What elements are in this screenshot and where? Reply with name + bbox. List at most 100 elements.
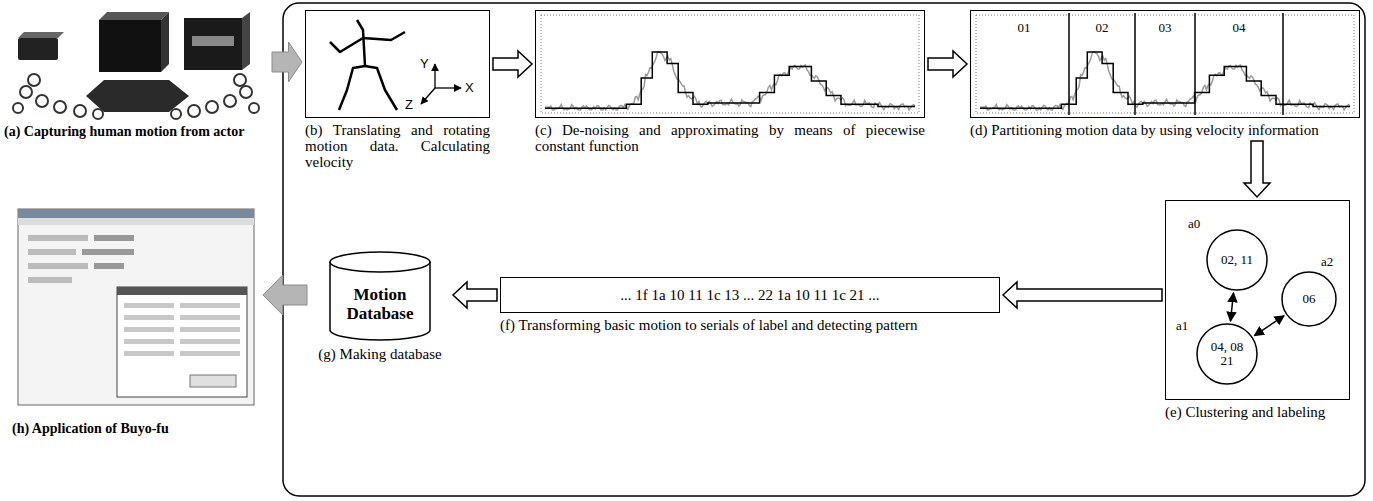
application-screenshot-part-part <box>124 303 174 308</box>
panel-caption: (c) De-noising and approximating by mean… <box>535 122 925 154</box>
main-unit <box>99 12 169 72</box>
label-sequence-box: ... 1f 1a 10 11 1c 13 ... 22 1a 10 11 1c… <box>500 277 1000 333</box>
application-screenshot-part-part <box>180 327 240 332</box>
database-cylinder: Motion Database (g) Making database <box>310 250 450 362</box>
axis-label: Z <box>405 97 413 112</box>
panel-caption: (e) Clustering and labeling <box>1165 404 1350 420</box>
flow-arrow <box>1003 282 1162 308</box>
main-unit-part <box>99 12 169 20</box>
denoise-chart-part <box>545 52 915 108</box>
sensor-ring-part <box>188 105 200 117</box>
sensor-ring-part <box>224 95 236 107</box>
application-screenshot-part <box>117 287 247 295</box>
stick-figure-part-part <box>330 32 405 52</box>
partition-chart-part <box>980 52 1350 110</box>
sensor-ring-part <box>54 101 66 113</box>
stick-figure-part-part <box>365 66 397 110</box>
application-screenshot-part <box>124 303 240 356</box>
panel-caption: (a) Capturing human motion from actor <box>4 124 269 140</box>
application-screenshot-part-part <box>180 351 240 356</box>
axis-label: Y <box>420 56 429 71</box>
panel-area <box>12 195 260 417</box>
axes-part <box>434 64 435 88</box>
denoise-chart-part <box>541 15 919 113</box>
partition-line-part <box>1068 13 1070 115</box>
application-screenshot-part-part <box>124 327 174 332</box>
circle-border <box>1207 230 1267 290</box>
application-screenshot-part <box>94 235 134 241</box>
sensor-ring <box>13 74 259 119</box>
partition-chart-part <box>980 52 1350 108</box>
flow-arrow <box>493 51 532 77</box>
panel-area <box>4 8 269 120</box>
stick-figure-part <box>330 20 405 110</box>
panel-frame <box>535 10 925 118</box>
cylinder-top <box>330 252 430 272</box>
flow-arrow <box>928 51 967 77</box>
process-panel: (c) De-noising and approximating by mean… <box>535 10 925 154</box>
circle-border <box>1282 272 1336 326</box>
small-unit-part <box>18 38 58 60</box>
capture-photo <box>13 12 259 119</box>
panel-frame <box>305 10 490 118</box>
sensor-ring-part <box>171 109 181 119</box>
main-unit-part <box>161 12 169 72</box>
panel-caption: (b) Translating and rotating motion data… <box>305 122 490 170</box>
cluster-members: 06 <box>1289 292 1329 306</box>
sensor-ring-part <box>13 103 23 113</box>
base-plate <box>86 80 189 112</box>
axes-part <box>421 88 435 104</box>
denoise-chart-part <box>545 52 915 110</box>
application-screenshot-part <box>82 249 134 255</box>
receiver-unit <box>184 12 250 70</box>
partition-line-part <box>1134 13 1136 115</box>
application-screenshot-part <box>28 249 76 255</box>
segment-number: 03 <box>1159 20 1172 35</box>
application-screenshot-part <box>94 263 124 269</box>
label-sequence: ... 1f 1a 10 11 1c 13 ... 22 1a 10 11 1c… <box>620 287 879 304</box>
stick-figure-part-part <box>357 20 365 66</box>
partition-chart-part <box>976 15 1354 113</box>
segment-number: 04 <box>1233 20 1246 35</box>
application-screenshot-part <box>117 287 247 397</box>
cluster-name: a2 <box>1321 255 1333 269</box>
sensor-ring-part <box>74 105 86 117</box>
application-screenshot-part-part <box>180 339 240 344</box>
receiver-unit-part <box>242 12 250 70</box>
panel-caption: (f) Transforming basic motion to serials… <box>500 317 1000 333</box>
sensor-ring-part <box>234 74 246 86</box>
cluster-name: a1 <box>1176 319 1188 333</box>
database-name: Motion Database <box>338 269 422 323</box>
block-arrow <box>272 42 302 82</box>
panel-frame: ... 1f 1a 10 11 1c 13 ... 22 1a 10 11 1c… <box>500 277 1000 313</box>
application-panel: (h) Application of Buyo-fu <box>12 195 260 437</box>
stick-figure-part-part <box>339 66 365 110</box>
panel-caption: (g) Making database <box>310 346 450 362</box>
sensor-ring-part <box>240 86 252 98</box>
application-screenshot-part <box>28 235 88 241</box>
cluster-members: 04, 08 21 <box>1204 340 1250 368</box>
cluster-link <box>1254 316 1284 336</box>
application-screenshot-part-part <box>124 339 174 344</box>
application-screenshot-part <box>18 209 254 218</box>
stick-figure <box>330 20 461 110</box>
sensor-ring-part <box>20 86 32 98</box>
cluster-circle: 06a2 <box>1281 271 1337 327</box>
panel-caption: (h) Application of Buyo-fu <box>12 421 260 437</box>
application-screenshot-part-part <box>180 303 240 308</box>
segment-number: 02 <box>1096 20 1109 35</box>
cluster-circle: 04, 08 21a1 <box>1196 323 1258 385</box>
application-screenshot <box>18 209 254 405</box>
sensor-ring-part <box>36 95 48 107</box>
cluster-circle: 02, 11a0 <box>1206 229 1268 291</box>
segment-number: 01 <box>1018 20 1031 35</box>
panel-area: Motion Database <box>310 250 450 342</box>
cluster-members: 02, 11 <box>1214 253 1260 267</box>
cluster-link <box>1230 293 1233 321</box>
cluster-name: a0 <box>1188 217 1200 231</box>
flow-arrow <box>453 282 497 308</box>
application-screenshot-part <box>190 375 236 387</box>
receiver-unit-part <box>192 36 234 46</box>
application-screenshot-part <box>28 263 88 269</box>
